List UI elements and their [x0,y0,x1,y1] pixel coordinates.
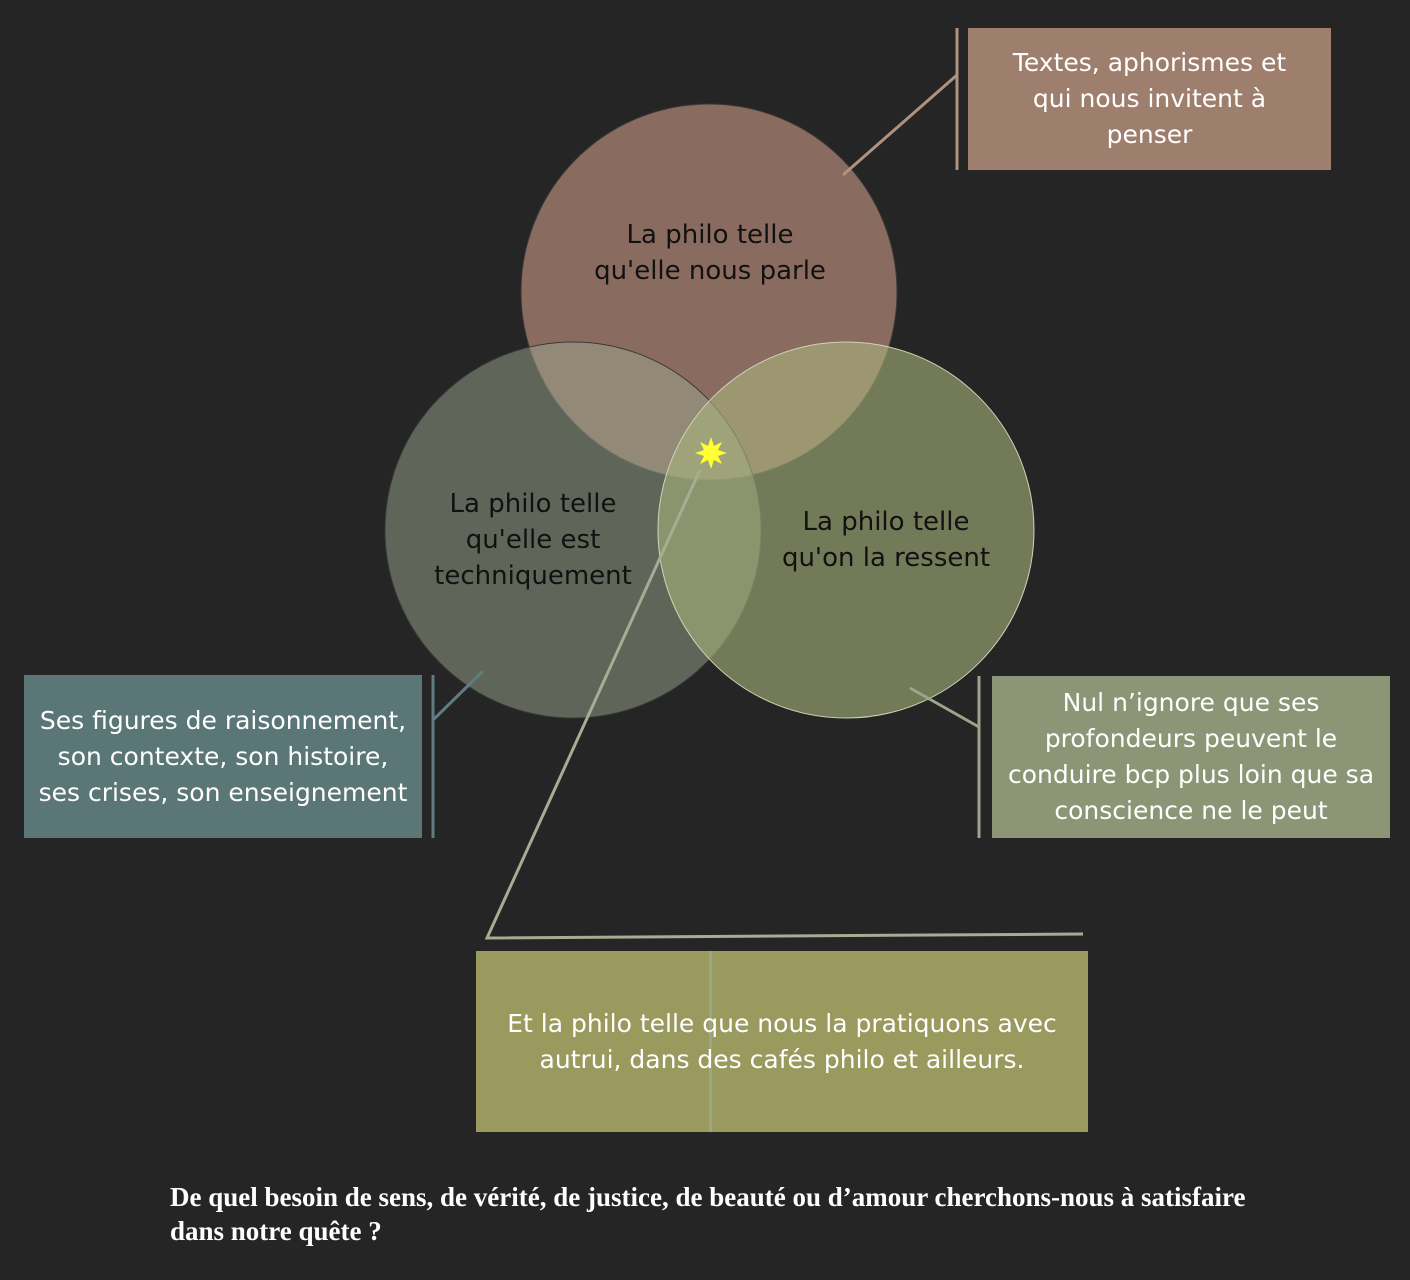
callout-bottom-text: Et la philo telle que nous la pratiquons… [507,1008,1057,1074]
callout-bottom-connector [484,469,1084,940]
circle-right [657,341,1035,719]
star-burst-icon [695,437,727,469]
callout-top-box: Textes, aphorismes et qui nous invitent … [968,28,1331,170]
callout-bottom-divider [709,951,712,1132]
callout-left-box: Ses figures de raisonnement, son context… [24,675,422,838]
callout-left-connector [431,669,485,722]
callout-bottom-box: Et la philo telle que nous la pratiquons… [476,951,1088,1132]
callout-top-connector [842,73,958,177]
circle-right-label: La philo telle qu'on la ressent [781,507,991,573]
callout-right-box: Nul n’ignore que ses profondeurs peuvent… [992,676,1390,838]
callout-right-connector [909,686,980,729]
closing-question: De quel besoin de sens, de vérité, de ju… [170,1182,1246,1246]
circle-left-label: La philo telle qu'elle est techniquement [434,489,632,591]
circle-top-label: La philo telle qu'elle nous parle [594,220,826,286]
